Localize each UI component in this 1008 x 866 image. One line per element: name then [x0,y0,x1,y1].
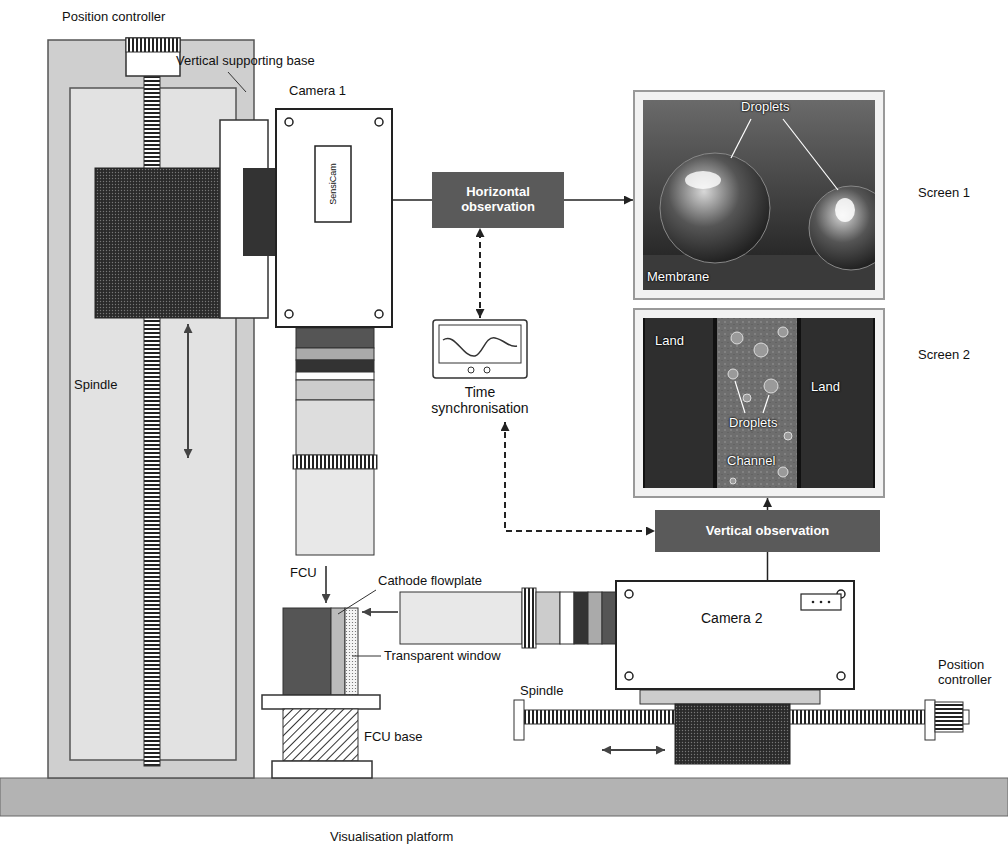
signal-connector [393,199,432,201]
process-label: Vertical observation [706,524,830,539]
part-label: Position controller [62,10,165,25]
part-label: Spindle [520,684,563,699]
part-label: FCU [290,566,317,581]
part-label: Position controller [938,658,1004,688]
caption-label: Visualisation platform [330,830,453,845]
image-label: Droplets [729,416,777,431]
camera-body: Camera 2 [615,580,855,690]
process-box: Horizontal observation [432,172,564,228]
signal-connector [564,199,633,201]
part-label: Spindle [74,378,117,393]
part-label: FCU base [364,730,423,745]
camera-body: Camera 1SensiCam [275,108,393,328]
screen-display: Screen 1DropletsMembrane [633,90,885,300]
monitor-icon: Time synchronisation [425,318,535,422]
shape-drawing [275,108,393,328]
process-box: Vertical observation [655,510,880,552]
part-label: Transparent window [384,649,501,664]
image-label: Channel [727,454,775,469]
image-label: Droplets [741,100,789,115]
image-label: Land [811,380,840,395]
screen-label: Screen 1 [918,186,970,201]
signal-connector [767,498,769,510]
brand-label: SensiCam [328,163,338,205]
image-label: Membrane [647,270,709,285]
part-label: Vertical supporting base [176,54,315,69]
monitor-label: Time synchronisation [425,384,535,416]
camera-label: Camera 2 [701,610,762,626]
shape-drawing [615,580,855,690]
image-label: Land [655,334,684,349]
signal-connector [767,552,769,580]
screen-label: Screen 2 [918,348,970,363]
camera-label: Camera 1 [289,84,346,99]
sync-connector [479,228,481,318]
part-label: Cathode flowplate [378,574,482,589]
shape-drawing [633,90,885,300]
sync-connector [505,422,655,531]
process-label: Horizontal observation [432,185,564,215]
screen-display: Screen 2LandLandDropletsChannel [633,308,885,498]
